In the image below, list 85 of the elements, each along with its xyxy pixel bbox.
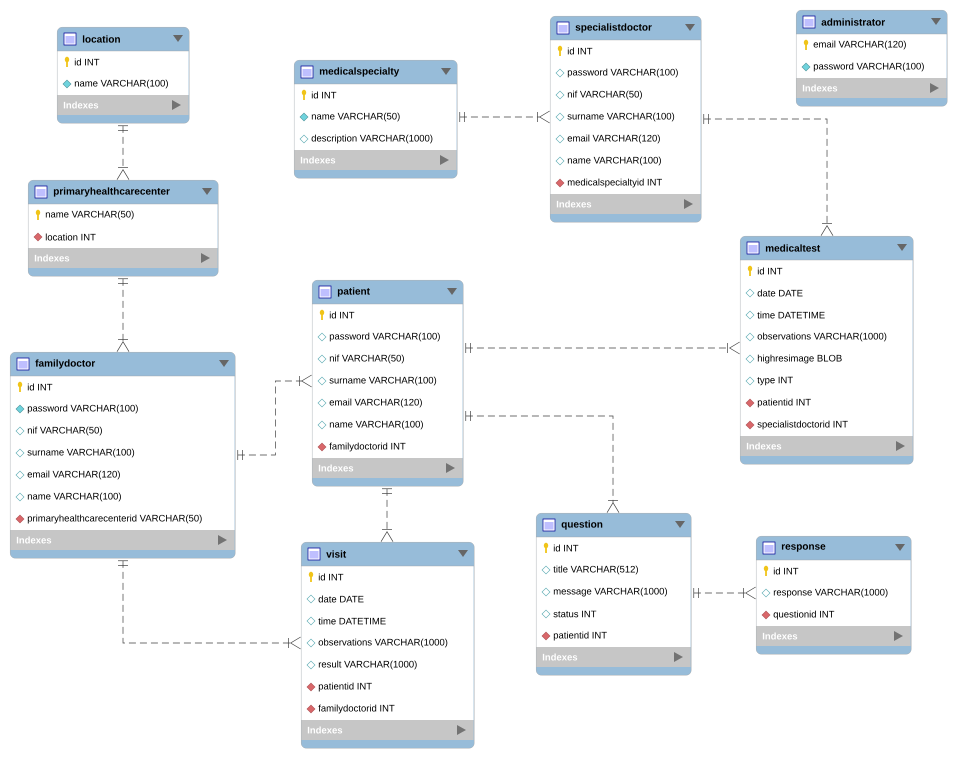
column-text: patientid INT	[318, 682, 372, 692]
column-text: name VARCHAR(100)	[330, 420, 423, 430]
table-name: question	[562, 520, 602, 530]
column-text: date DATE	[318, 596, 364, 602]
relationship-line	[380, 488, 394, 542]
column-text: result VARCHAR(1000)	[318, 660, 417, 670]
relationship-line	[459, 110, 550, 124]
column-text: questionid INT	[774, 610, 834, 620]
column-text: type INT	[757, 376, 793, 386]
table-name: medicalspecialty	[320, 67, 400, 77]
indexes-bar: Indexes	[740, 436, 913, 456]
column-text: familydoctorid INT	[329, 442, 406, 452]
column-text: observations VARCHAR(1000)	[758, 332, 886, 342]
indexes-bar: Indexes	[536, 647, 691, 667]
table-name: visit	[326, 550, 346, 558]
table-name: patient	[338, 287, 370, 297]
column-text: primaryhealthcarecenterid VARCHAR(50)	[28, 514, 202, 524]
table-name: location	[82, 35, 120, 43]
column-text: medicalspecialtyid INT	[568, 178, 662, 188]
relationship-line	[237, 374, 312, 460]
column-text: time DATETIME	[757, 312, 825, 318]
indexes-bar: Indexes	[796, 78, 947, 98]
indexes-bar: Indexes	[57, 95, 189, 115]
relationship-line	[116, 125, 130, 180]
column-text: id INT	[74, 58, 100, 66]
column-text: nif VARCHAR(50)	[330, 354, 404, 364]
indexes-bar: Indexes	[550, 194, 701, 214]
column-text: name VARCHAR(100)	[568, 156, 661, 166]
column-text: surname VARCHAR(100)	[567, 112, 674, 122]
indexes-bar: Indexes	[756, 626, 911, 646]
column-text: name VARCHAR(100)	[74, 80, 168, 88]
column-text: title VARCHAR(512)	[553, 566, 638, 574]
column-text: name VARCHAR(50)	[46, 210, 134, 220]
table-name: primaryhealthcarecenter	[54, 187, 170, 197]
column-text: status INT	[553, 610, 596, 618]
column-text: specialistdoctorid INT	[757, 420, 848, 430]
relationship-line	[693, 586, 756, 600]
column-text: name VARCHAR(50)	[312, 112, 400, 122]
column-text: name VARCHAR(100)	[28, 492, 121, 502]
column-text: location INT	[46, 234, 96, 240]
column-text: password VARCHAR(100)	[568, 68, 678, 78]
column-text: id INT	[312, 92, 336, 98]
column-text: id INT	[774, 568, 798, 574]
column-text: email VARCHAR(120)	[330, 398, 422, 408]
column-text: patientid INT	[758, 398, 811, 408]
column-text: id INT	[758, 268, 782, 274]
table-name: administrator	[822, 18, 885, 26]
column-text: email VARCHAR(120)	[28, 470, 120, 480]
column-text: email VARCHAR(120)	[568, 134, 660, 144]
indexes-bar: Indexes	[28, 248, 218, 268]
column-text: description VARCHAR(1000)	[312, 134, 432, 144]
column-text: id INT	[28, 384, 52, 390]
column-text: surname VARCHAR(100)	[329, 376, 436, 386]
column-text: surname VARCHAR(100)	[27, 448, 134, 458]
relationship-line	[116, 278, 130, 352]
column-text: id INT	[568, 48, 592, 54]
column-text: id INT	[318, 574, 344, 580]
relationship-line	[465, 410, 620, 513]
column-text: password VARCHAR(100)	[330, 332, 440, 342]
column-text: highresimage BLOB	[758, 354, 842, 364]
column-text: email VARCHAR(120)	[814, 40, 906, 50]
column-text: nif VARCHAR(50)	[28, 426, 102, 436]
column-text: date DATE	[758, 290, 803, 296]
column-text: observations VARCHAR(1000)	[318, 638, 448, 648]
column-text: time DATETIME	[318, 618, 386, 624]
table-name: familydoctor	[35, 359, 96, 369]
column-text: response VARCHAR(1000)	[774, 588, 888, 598]
table-name: medicaltest	[766, 244, 820, 252]
indexes-bar: Indexes	[10, 530, 235, 550]
column-text: password VARCHAR(100)	[814, 62, 924, 72]
relationship-line	[703, 114, 834, 236]
indexes-bar: Indexes	[294, 150, 457, 170]
column-text: patientid INT	[554, 632, 607, 640]
table-name: response	[782, 544, 826, 552]
column-text: id INT	[554, 544, 578, 552]
table-name: specialistdoctor	[576, 23, 652, 33]
column-text: id INT	[330, 312, 354, 318]
relationship-line	[465, 342, 740, 354]
column-text: nif VARCHAR(50)	[568, 90, 642, 100]
column-text: password VARCHAR(100)	[28, 404, 138, 414]
indexes-bar: Indexes	[301, 720, 474, 740]
indexes-bar: Indexes	[312, 458, 463, 478]
relationship-line	[118, 560, 301, 650]
column-text: familydoctorid INT	[318, 704, 395, 714]
column-text: message VARCHAR(1000)	[554, 588, 667, 596]
